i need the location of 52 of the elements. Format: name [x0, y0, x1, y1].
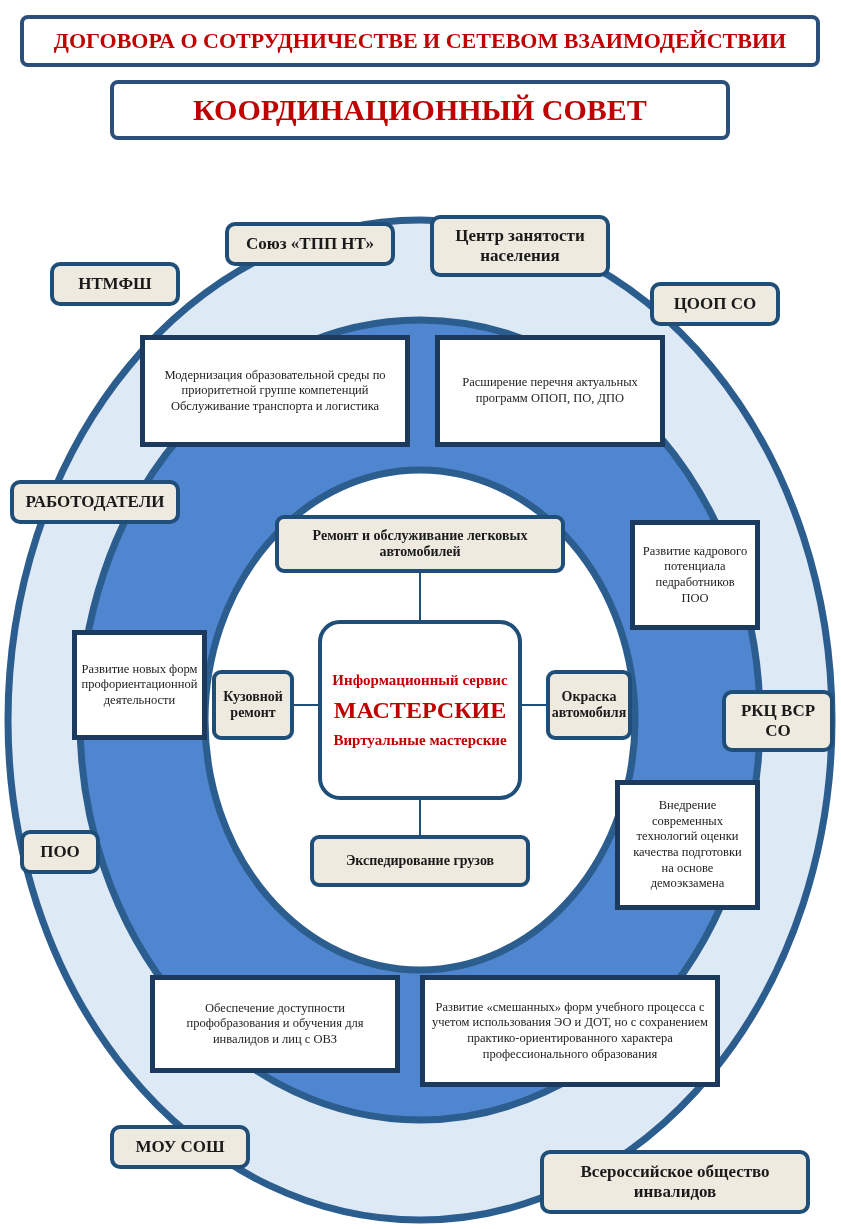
workshop-label: Экспедирование грузов	[345, 853, 495, 869]
partner-label: МОУ СОШ	[135, 1137, 225, 1157]
partner-label: ПОО	[40, 842, 80, 862]
task-text: Развитие новых форм профориентационной деятельности	[81, 661, 198, 709]
partner-label: РКЦ ВСР СО	[739, 701, 817, 741]
workshop-box	[212, 670, 294, 740]
partner-box	[50, 262, 180, 306]
workshop-label: Кузовной ремонт	[222, 689, 284, 721]
task-text: Развитие кадрового потенциала педработников ПОО	[641, 543, 749, 607]
partner-box	[20, 830, 100, 874]
partner-label: Центр занятости населения	[454, 226, 586, 266]
banner-box	[110, 80, 730, 140]
task-box	[630, 520, 760, 630]
task-text: Расширение перечня актуальных программ ОПОП, ПО, ДПО	[461, 375, 639, 407]
service-label: Информационный сервис	[332, 671, 508, 689]
workshop-label: Окраска автомобиля	[551, 689, 627, 721]
workshop-label: Ремонт и обслуживание легковых автомобилей	[311, 528, 529, 560]
partner-label: Союз «ТПП НТ»	[246, 234, 374, 254]
task-text: Обеспечение доступности профобразования и обучения для инвалидов и лиц с ОВЗ	[185, 1000, 365, 1048]
task-box	[140, 335, 410, 447]
banner-box	[20, 15, 820, 67]
task-box	[150, 975, 400, 1073]
workshop-box	[310, 835, 530, 887]
banner-title: КООРДИНАЦИОННЫЙ СОВЕТ	[193, 93, 647, 127]
service-label: Виртуальные мастерские	[333, 731, 507, 749]
workshop-box	[546, 670, 632, 740]
partner-label: ЦООП СО	[673, 294, 757, 314]
connector-line	[419, 572, 421, 621]
partner-box	[10, 480, 180, 524]
task-text: Модернизация образовательной среды по приоритетной группе компетенций Обслуживание транспорта и логистика	[163, 367, 387, 415]
task-text: Развитие «смешанных» форм учебного процесса с учетом использования ЭО и ДОТ, но с сохранением практико-ориентированного характера профессионального образования	[431, 999, 709, 1063]
partner-box	[430, 215, 610, 277]
task-box	[72, 630, 207, 740]
workshop-box	[275, 515, 565, 573]
connector-line	[419, 799, 421, 836]
center-box	[318, 620, 522, 800]
task-text: Внедрение современных технологий оценки качества подготовки на основе демоэкзамена	[632, 798, 743, 892]
partner-box	[650, 282, 780, 326]
main-title: МАСТЕРСКИЕ	[333, 696, 507, 724]
banner-title: ДОГОВОРА О СОТРУДНИЧЕСТВЕ И СЕТЕВОМ ВЗАИМОДЕЙСТВИИ	[53, 28, 787, 54]
partner-label: Всероссийское общество инвалидов	[579, 1162, 771, 1202]
partner-label: НТМФШ	[78, 274, 152, 294]
task-box	[615, 780, 760, 910]
connector-line	[293, 704, 319, 706]
connector-line	[521, 704, 547, 706]
partner-box	[722, 690, 834, 752]
partner-box	[225, 222, 395, 266]
task-box	[420, 975, 720, 1087]
task-box	[435, 335, 665, 447]
partner-label: РАБОТОДАТЕЛИ	[25, 492, 165, 512]
partner-box	[110, 1125, 250, 1169]
partner-box	[540, 1150, 810, 1214]
